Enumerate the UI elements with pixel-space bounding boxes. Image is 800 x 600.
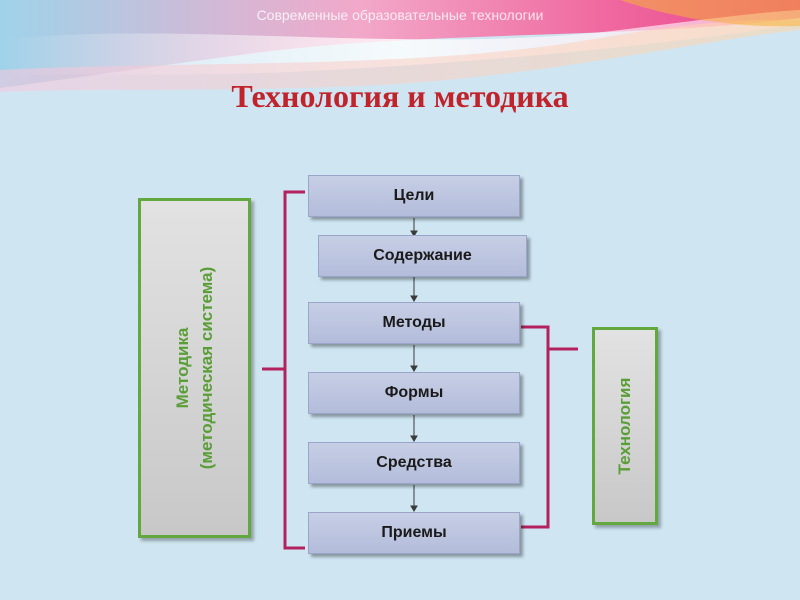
step-means: Средства: [308, 442, 520, 484]
slide-title: Технология и методика: [231, 78, 569, 114]
header-text: Современные образовательные технологии: [256, 7, 544, 23]
arrow-1-head: [410, 230, 418, 237]
decorative-wave-banner: [0, 0, 800, 92]
left-bracket: [283, 190, 305, 550]
step-methods: Методы: [308, 302, 520, 344]
methodology-label: Методика (методическая система): [171, 267, 219, 470]
methodology-box: Методика (методическая система): [138, 198, 251, 538]
arrow-2-head: [410, 295, 418, 302]
step-goals: Цели: [308, 175, 520, 217]
step-content: Содержание: [318, 235, 527, 277]
methodology-label-line2: (методическая система): [196, 266, 216, 470]
step-forms: Формы: [308, 372, 520, 414]
step-techniques: Приемы: [308, 512, 520, 554]
technology-label: Технология: [615, 377, 634, 475]
technology-box: Технология: [592, 327, 658, 525]
methodology-label-line1: Методика: [172, 327, 192, 409]
arrow-5-head: [410, 505, 418, 512]
right-bracket: [521, 325, 550, 529]
arrow-3-head: [410, 365, 418, 372]
arrow-4-head: [410, 435, 418, 442]
